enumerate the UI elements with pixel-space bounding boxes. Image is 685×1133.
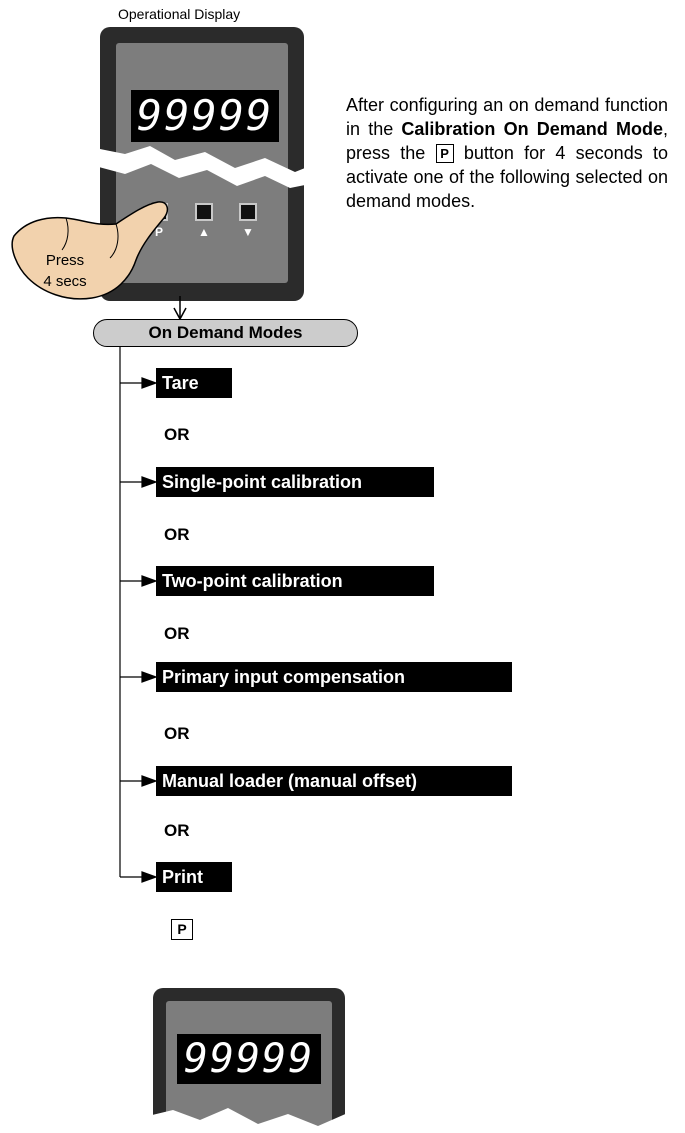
confirm-p-key: P <box>171 919 193 940</box>
operational-display-title: Operational Display <box>118 6 241 22</box>
up-key-label: ▲ <box>198 225 210 239</box>
down-key[interactable] <box>239 203 257 221</box>
press-label-line2: 4 secs <box>43 273 87 290</box>
down-key-label: ▼ <box>242 225 254 239</box>
press-label: Press 4 secs <box>30 250 100 292</box>
mode-print: Print <box>156 862 232 892</box>
hand-icon <box>11 201 169 300</box>
description-part1: After configuring an on demand function … <box>346 95 668 139</box>
torn-edge-bottom <box>148 1108 350 1133</box>
or-label-1: OR <box>164 425 190 444</box>
mode-two-point-calibration: Two-point calibration <box>156 566 434 596</box>
description-p-key: P <box>435 144 454 163</box>
description-mode-name: Calibration On Demand Mode <box>401 119 663 139</box>
press-label-line1: Press <box>45 252 85 269</box>
or-label-5: OR <box>164 821 190 840</box>
or-label-2: OR <box>164 525 190 544</box>
meter-top-readout: 99999 <box>131 90 279 142</box>
mode-manual-loader: Manual loader (manual offset) <box>156 766 512 796</box>
mode-primary-input-compensation: Primary input compensation <box>156 662 512 692</box>
or-label-4: OR <box>164 724 190 743</box>
or-label-3: OR <box>164 624 190 643</box>
description-part3: button for 4 seconds to activate one of … <box>346 143 668 211</box>
meter-bottom: 99999 <box>153 988 345 1133</box>
description-part2: , press the <box>346 119 668 163</box>
up-key[interactable] <box>195 203 213 221</box>
meter-bottom-readout: 99999 <box>177 1034 321 1084</box>
description-text: After configuring an on demand function … <box>346 93 668 213</box>
torn-edge-top <box>95 146 310 188</box>
mode-tare: Tare <box>156 368 232 398</box>
p-key-label: P <box>154 225 163 239</box>
on-demand-modes-header: On Demand Modes <box>93 319 358 347</box>
mode-single-point-calibration: Single-point calibration <box>156 467 434 497</box>
